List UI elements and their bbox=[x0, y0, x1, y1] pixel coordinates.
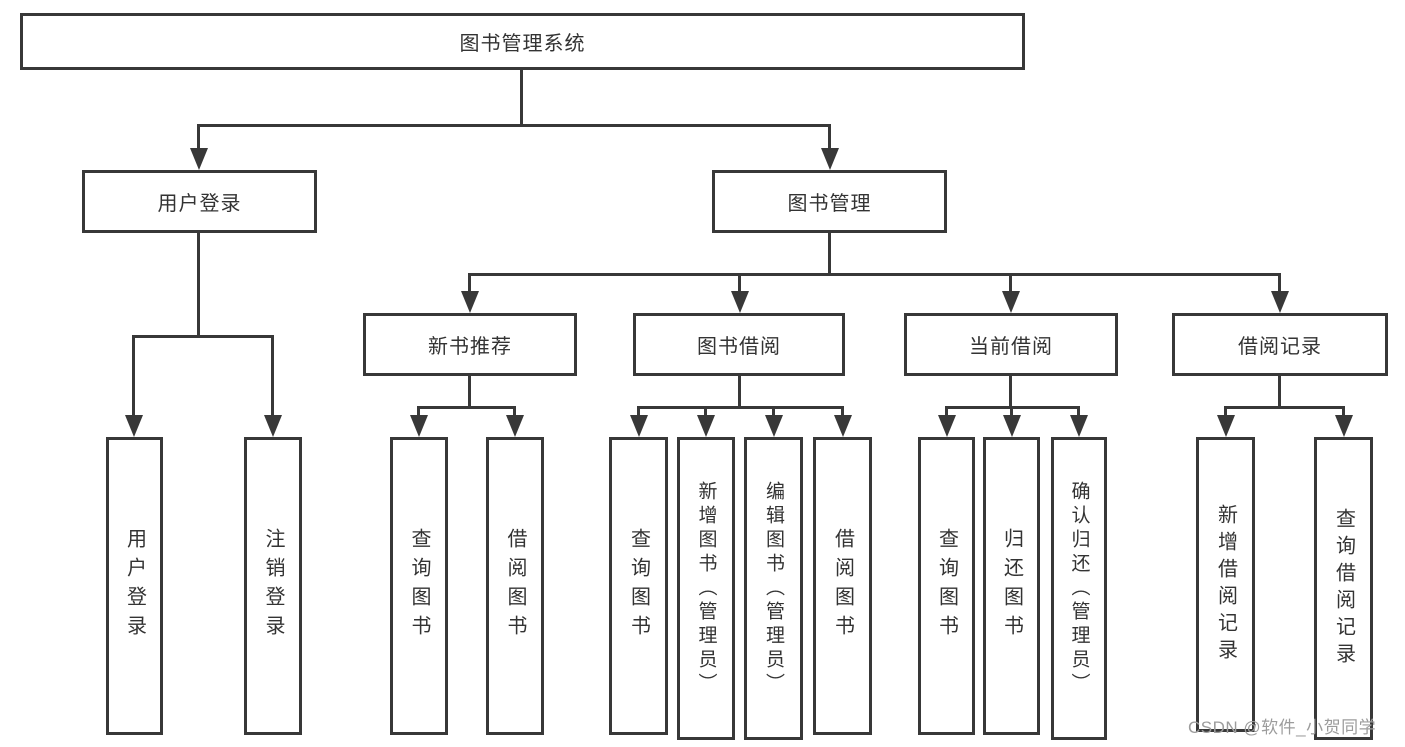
node-book-borrowing: 图书借阅 bbox=[633, 313, 845, 376]
connector-drop bbox=[1342, 406, 1345, 417]
node-library-management-system: 图书管理系统 bbox=[20, 13, 1025, 70]
node-current-borrowing: 当前借阅 bbox=[904, 313, 1118, 376]
node-label: 借阅记录 bbox=[1238, 336, 1322, 358]
node-user-login: 用户登录 bbox=[82, 170, 317, 233]
connector-new-book-hline bbox=[417, 406, 516, 409]
connector-current-borrowing-drop bbox=[1009, 273, 1012, 293]
arrow-into-query-borrow-records bbox=[1335, 415, 1353, 437]
node-query-books-current: 查询图书 bbox=[918, 437, 975, 735]
connector-borrowing-records-hline bbox=[1224, 406, 1344, 409]
node-label: 图书管理 bbox=[787, 193, 872, 215]
node-add-book-admin: 新增图书（管理员） bbox=[677, 437, 735, 740]
connector-drop bbox=[513, 406, 516, 417]
arrow-into-add-borrow-record bbox=[1217, 415, 1235, 437]
node-label: 确认归还（管理员） bbox=[1068, 480, 1090, 697]
connector-login-leaf-drop bbox=[132, 335, 135, 417]
arrow-into-book-management bbox=[821, 148, 839, 170]
arrow-into-user-login-leaf bbox=[125, 415, 143, 437]
connector-borrowing-records-drop bbox=[1278, 273, 1281, 293]
arrow-into-query-books-1 bbox=[410, 415, 428, 437]
connector-user-login-hline bbox=[132, 335, 274, 338]
connector-book-management-drop bbox=[828, 124, 831, 152]
connector-new-book-drop bbox=[468, 273, 471, 293]
node-label: 用户登录 bbox=[157, 193, 242, 215]
connector-root-stem bbox=[520, 70, 523, 127]
connector-drop bbox=[637, 406, 640, 417]
node-add-borrow-record: 新增借阅记录 bbox=[1196, 437, 1255, 732]
node-label: 借阅图书 bbox=[504, 528, 526, 644]
node-book-management: 图书管理 bbox=[712, 170, 947, 233]
connector-drop bbox=[772, 406, 775, 417]
connector-drop bbox=[841, 406, 844, 417]
connector-new-book-stem bbox=[468, 376, 471, 408]
arrow-into-return-book bbox=[1003, 415, 1021, 437]
arrow-into-current-borrowing bbox=[1002, 291, 1020, 313]
connector-book-borrowing-stem bbox=[738, 376, 741, 408]
connector-drop bbox=[1224, 406, 1227, 417]
node-label: 借阅图书 bbox=[831, 528, 854, 644]
node-label: 新增图书（管理员） bbox=[695, 480, 717, 697]
node-borrow-books-recommend: 借阅图书 bbox=[486, 437, 544, 735]
node-label: 图书管理系统 bbox=[459, 33, 586, 55]
arrow-into-query-books-3 bbox=[938, 415, 956, 437]
node-label: 编辑图书（管理员） bbox=[763, 480, 784, 697]
watermark-text: CSDN @软件_小贺同学 bbox=[1188, 718, 1377, 737]
connector-book-borrowing-hline bbox=[637, 406, 844, 409]
connector-drop bbox=[1010, 406, 1013, 417]
node-label: 注销登录 bbox=[262, 528, 284, 644]
node-label: 新书推荐 bbox=[428, 336, 512, 358]
arrow-into-query-books-2 bbox=[630, 415, 648, 437]
connector-drop bbox=[704, 406, 707, 417]
connector-drop bbox=[417, 406, 420, 417]
arrow-into-borrowing-records bbox=[1271, 291, 1289, 313]
connector-drop bbox=[1077, 406, 1080, 417]
node-query-books-borrowing: 查询图书 bbox=[609, 437, 668, 735]
node-label: 归还图书 bbox=[1000, 528, 1023, 644]
arrow-into-borrow-books-2 bbox=[834, 415, 852, 437]
connector-root-hline bbox=[197, 124, 831, 127]
node-label: 查询图书 bbox=[408, 528, 430, 644]
arrow-into-edit-book bbox=[765, 415, 783, 437]
arrow-into-new-book-recommendation bbox=[461, 291, 479, 313]
node-label: 图书借阅 bbox=[697, 336, 781, 358]
node-query-borrow-records: 查询借阅记录 bbox=[1314, 437, 1373, 740]
arrow-into-add-book bbox=[697, 415, 715, 437]
node-query-books-recommend: 查询图书 bbox=[390, 437, 448, 735]
node-label: 查询图书 bbox=[935, 528, 958, 644]
connector-user-login-stem bbox=[197, 233, 200, 337]
node-label: 用户登录 bbox=[123, 528, 146, 644]
node-confirm-return-admin: 确认归还（管理员） bbox=[1051, 437, 1107, 740]
node-edit-book-admin: 编辑图书（管理员） bbox=[744, 437, 803, 740]
arrow-into-logout bbox=[264, 415, 282, 437]
node-label: 新增借阅记录 bbox=[1214, 503, 1237, 666]
connector-logout-drop bbox=[271, 335, 274, 417]
node-logout: 注销登录 bbox=[244, 437, 302, 735]
connector-book-management-stem bbox=[828, 233, 831, 276]
arrow-into-book-borrowing bbox=[731, 291, 749, 313]
connector-borrowing-records-stem bbox=[1278, 376, 1281, 408]
connector-drop bbox=[945, 406, 948, 417]
connector-current-borrowing-stem bbox=[1009, 376, 1012, 408]
arrow-into-borrow-books-1 bbox=[506, 415, 524, 437]
node-new-book-recommendation: 新书推荐 bbox=[363, 313, 577, 376]
arrow-into-confirm-return bbox=[1070, 415, 1088, 437]
connector-user-login-drop bbox=[197, 124, 200, 152]
connector-book-management-hline bbox=[468, 273, 1281, 276]
node-borrow-books-borrowing: 借阅图书 bbox=[813, 437, 872, 735]
connector-book-borrowing-drop bbox=[738, 273, 741, 293]
node-return-book: 归还图书 bbox=[983, 437, 1040, 735]
node-label: 查询借阅记录 bbox=[1332, 507, 1355, 670]
node-label: 当前借阅 bbox=[969, 336, 1053, 358]
arrow-into-user-login bbox=[190, 148, 208, 170]
node-label: 查询图书 bbox=[627, 528, 650, 644]
node-user-login-action: 用户登录 bbox=[106, 437, 163, 735]
node-borrowing-records: 借阅记录 bbox=[1172, 313, 1388, 376]
